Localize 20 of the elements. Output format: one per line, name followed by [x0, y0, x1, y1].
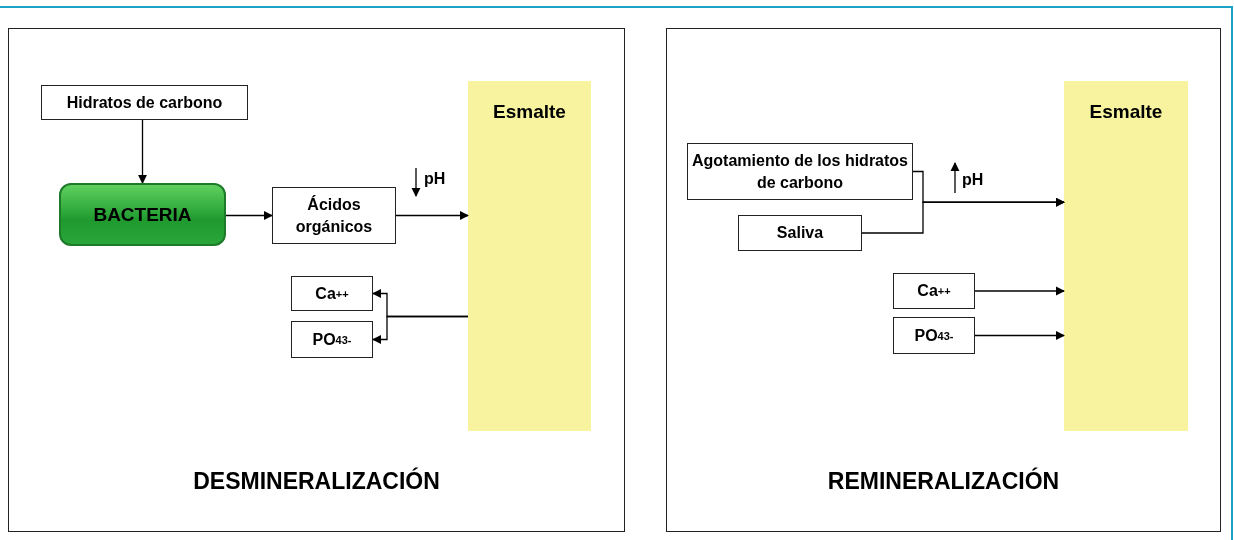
- panel-title: REMINERALIZACIÓN: [826, 468, 1061, 495]
- bacteria-box: BACTERIA: [59, 183, 226, 246]
- enamel-band: Esmalte: [468, 81, 591, 431]
- process-box: Saliva: [738, 215, 862, 251]
- arrow: [372, 315, 469, 345]
- diagram-panel: [8, 28, 625, 532]
- arrow: [974, 330, 1065, 341]
- enamel-band: Esmalte: [1064, 81, 1188, 431]
- ph-label: pH: [424, 170, 446, 188]
- arrow: [137, 119, 148, 184]
- process-box: Hidratos de carbono: [41, 85, 248, 120]
- process-box: Agotamiento de los hidratos de carbono: [687, 143, 913, 200]
- ph-label: pH: [962, 171, 984, 189]
- arrow: [395, 210, 469, 221]
- process-box: Ácidos orgánicos: [272, 187, 396, 244]
- diagram-panel: [666, 28, 1221, 532]
- arrow: [861, 197, 1065, 234]
- arrow: [225, 210, 273, 221]
- panel-title: DESMINERALIZACIÓN: [192, 468, 441, 495]
- arrow: [974, 286, 1065, 296]
